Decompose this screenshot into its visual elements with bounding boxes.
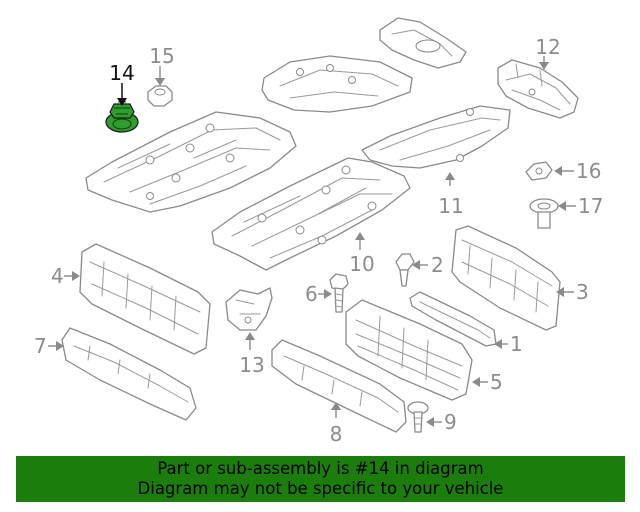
callout-9: 9	[426, 410, 457, 434]
part-10-center-panel	[211, 157, 411, 271]
callout-label-14: 14	[109, 61, 134, 85]
callout-6: 6	[305, 282, 332, 306]
info-banner: Part or sub-assembly is #14 in diagram D…	[16, 456, 625, 502]
callout-10: 10	[349, 232, 375, 276]
callout-label-13: 13	[239, 353, 264, 377]
callout-7: 7	[34, 334, 64, 358]
part-2-clip	[395, 253, 415, 287]
callout-13: 13	[239, 332, 265, 377]
part-5-grille-duct	[345, 299, 473, 401]
callout-3: 3	[556, 280, 589, 304]
part-11-shield	[361, 105, 511, 169]
callout-label-1: 1	[510, 332, 523, 356]
part-3-air-duct	[451, 225, 561, 331]
callout-label-17: 17	[578, 194, 603, 218]
callout-label-15: 15	[149, 44, 174, 68]
callout-1: 1	[494, 332, 523, 356]
part-13-bracket	[225, 287, 273, 331]
callout-17: 17	[558, 194, 603, 218]
callout-label-12: 12	[535, 35, 560, 59]
callout-label-6: 6	[305, 282, 318, 306]
part-12-bracket	[497, 59, 579, 119]
part-6-bolt	[329, 273, 349, 313]
callout-15: 15	[149, 44, 175, 86]
callout-16: 16	[554, 159, 601, 183]
part-upper-tray	[261, 55, 413, 113]
callout-label-4: 4	[51, 264, 64, 288]
part-7-deflector	[61, 327, 197, 421]
callout-14: 14	[109, 61, 135, 106]
callout-4: 4	[51, 264, 80, 288]
banner-line-1: Part or sub-assembly is #14 in diagram	[157, 459, 484, 478]
callout-label-8: 8	[330, 422, 343, 446]
callout-12: 12	[535, 35, 561, 70]
part-17-push-clip	[529, 198, 559, 229]
part-8-deflector	[271, 339, 407, 433]
banner-line-2: Diagram may not be specific to your vehi…	[137, 479, 504, 498]
callout-label-5: 5	[490, 370, 503, 394]
part-4-air-duct	[79, 243, 211, 355]
callout-label-11: 11	[438, 194, 463, 218]
part-9-bolt	[407, 401, 429, 433]
callout-11: 11	[438, 172, 464, 218]
parts-diagram: 14 15 12 11 16 17 10 2 3	[34, 17, 603, 446]
part-left-underbody-panel	[85, 111, 297, 213]
callout-label-7: 7	[34, 334, 47, 358]
callout-2: 2	[412, 253, 444, 277]
part-14-clip-highlighted	[105, 101, 139, 133]
callout-label-3: 3	[576, 280, 589, 304]
callout-5: 5	[472, 370, 503, 394]
callout-label-9: 9	[444, 410, 457, 434]
callout-label-10: 10	[349, 252, 374, 276]
callout-label-16: 16	[576, 159, 601, 183]
callout-8: 8	[330, 402, 343, 446]
part-15-nut	[147, 85, 173, 107]
part-16-clip	[525, 161, 553, 181]
part-top-shield	[379, 17, 467, 69]
callout-label-2: 2	[431, 253, 444, 277]
